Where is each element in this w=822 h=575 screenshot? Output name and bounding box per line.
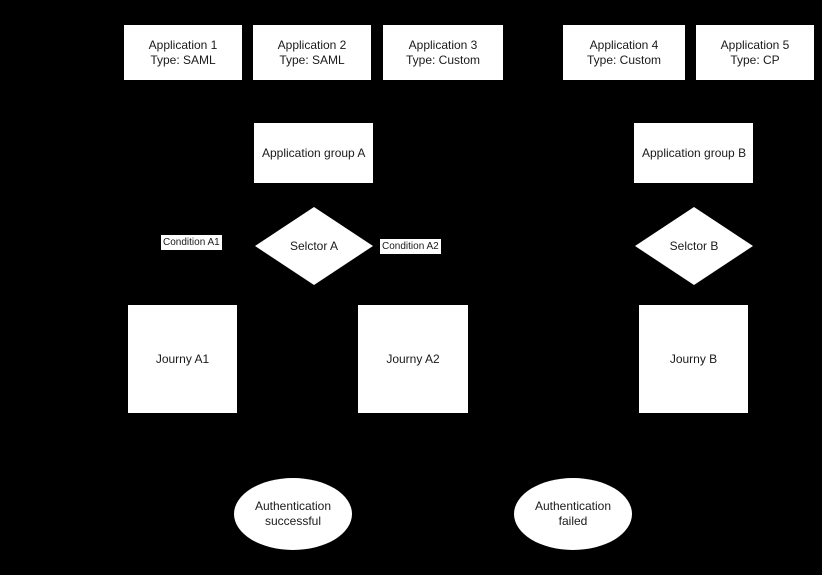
- outcome-ellipse-authentication-failed[interactable]: Authentication failed: [514, 478, 632, 550]
- application-box-5[interactable]: Application 5 Type: CP: [696, 25, 814, 80]
- outcome-ellipse-authentication-successful[interactable]: Authentication successful: [234, 478, 352, 550]
- journey-box-a1[interactable]: Journy A1: [128, 305, 237, 413]
- selector-diamond-b[interactable]: Selctor B: [635, 207, 753, 285]
- diamond-shape-icon: [635, 207, 753, 285]
- condition-label-a2: Condition A2: [380, 239, 441, 254]
- application-box-2[interactable]: Application 2 Type: SAML: [253, 25, 371, 80]
- application-box-3[interactable]: Application 3 Type: Custom: [383, 25, 503, 80]
- journey-box-b[interactable]: Journy B: [639, 305, 748, 413]
- diamond-shape-icon: [255, 207, 373, 285]
- application-box-4[interactable]: Application 4 Type: Custom: [563, 25, 685, 80]
- selector-diamond-a[interactable]: Selctor A: [255, 207, 373, 285]
- application-group-box-a[interactable]: Application group A: [254, 123, 373, 183]
- application-box-1[interactable]: Application 1 Type: SAML: [124, 25, 242, 80]
- application-group-box-b[interactable]: Application group B: [634, 123, 753, 183]
- journey-box-a2[interactable]: Journy A2: [358, 305, 468, 413]
- condition-label-a1: Condition A1: [161, 235, 222, 250]
